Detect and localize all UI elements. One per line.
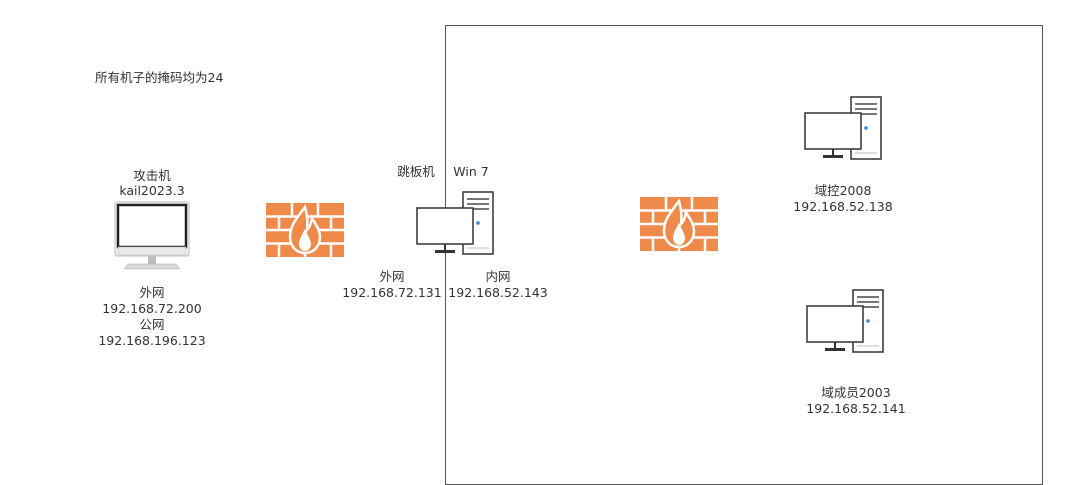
monitor-icon xyxy=(114,201,190,270)
attacker-pub-ip: 192.168.196.123 xyxy=(98,333,206,348)
jump-ext-ip: 192.168.72.131 xyxy=(342,285,442,300)
jump-int-label: 内网 xyxy=(485,269,511,284)
jump-title: 跳板机 xyxy=(397,164,435,179)
pc-icon xyxy=(804,96,882,160)
attacker-os: kail2023.3 xyxy=(119,183,185,198)
attacker-ext-label: 外网 xyxy=(139,285,165,300)
pc-icon xyxy=(416,191,494,255)
jump-int-ip: 192.168.52.143 xyxy=(448,285,548,300)
jump-ext-label: 外网 xyxy=(379,269,405,284)
member-ip: 192.168.52.141 xyxy=(806,401,906,416)
member-name: 域成员2003 xyxy=(821,385,891,400)
attacker-ext-ip: 192.168.72.200 xyxy=(102,301,202,316)
attacker-title: 攻击机 xyxy=(133,168,171,183)
dc-ip: 192.168.52.138 xyxy=(793,199,893,214)
firewall-icon xyxy=(266,203,344,257)
attacker-pub-label: 公网 xyxy=(139,317,165,332)
intranet-boundary xyxy=(445,25,1043,485)
pc-icon xyxy=(806,289,884,353)
mask-note: 所有机子的掩码均为24 xyxy=(95,70,224,85)
jump-os: Win 7 xyxy=(453,164,489,179)
firewall-icon xyxy=(640,197,718,251)
dc-name: 域控2008 xyxy=(814,183,872,198)
